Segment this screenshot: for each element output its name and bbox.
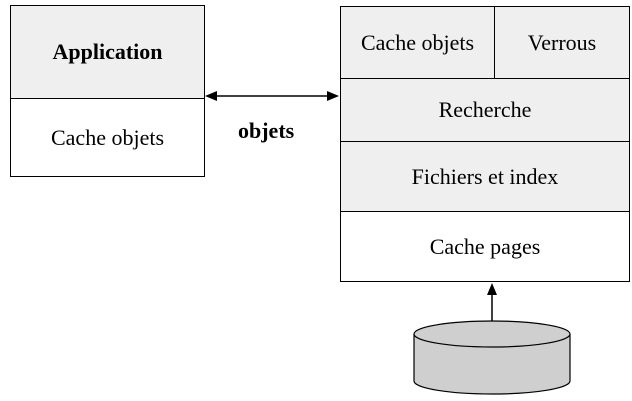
server-divider-1	[341, 78, 629, 79]
disk-icon	[413, 320, 571, 395]
application-box: Application Cache objets	[10, 5, 205, 177]
server-files-label: Fichiers et index	[341, 142, 629, 211]
server-top-divider	[494, 7, 495, 78]
application-title: Application	[11, 6, 204, 98]
server-box: Cache objets Verrous Recherche Fichiers …	[340, 6, 630, 282]
objects-link-label: objets	[238, 118, 295, 143]
server-cache-label: Cache objets	[341, 7, 494, 78]
server-pages-label: Cache pages	[341, 212, 629, 281]
server-locks-label: Verrous	[495, 7, 629, 78]
application-cache-label: Cache objets	[11, 99, 204, 176]
server-divider-3	[341, 211, 629, 212]
server-search-label: Recherche	[341, 79, 629, 141]
application-divider	[11, 98, 204, 99]
objects-double-arrow	[205, 91, 339, 101]
server-divider-2	[341, 141, 629, 142]
